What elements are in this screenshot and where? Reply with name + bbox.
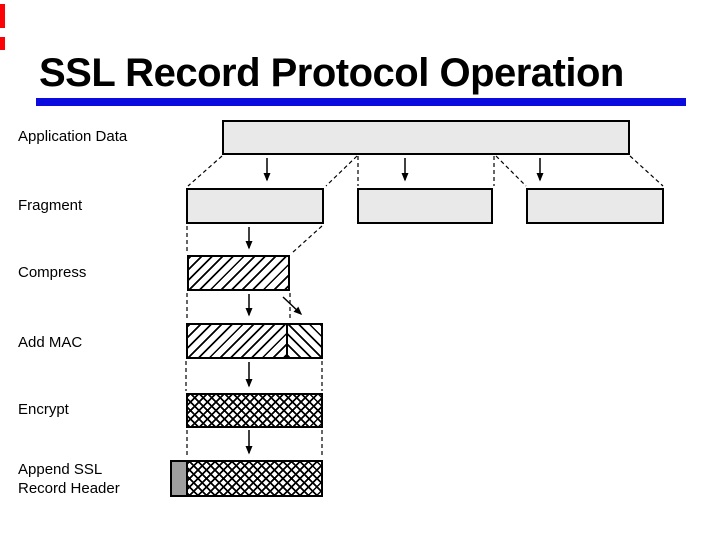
label-compress: Compress <box>18 264 87 281</box>
encrypted-data-box <box>186 393 323 428</box>
dashed-line <box>495 155 527 187</box>
dashed-line <box>325 155 358 187</box>
compressed-payload-segment <box>188 325 286 357</box>
label-encrypt: Encrypt <box>18 401 69 418</box>
slide-title: SSL Record Protocol Operation <box>39 51 624 95</box>
mac-diagonal-arrow <box>282 296 303 316</box>
appended-record-box <box>186 460 323 497</box>
label-append-ssl-record-header: Append SSL Record Header <box>18 460 120 498</box>
dashed-line <box>629 155 664 187</box>
dashed-line <box>187 155 223 187</box>
label-application-data: Application Data <box>18 128 128 145</box>
compressed-data-box <box>187 255 290 291</box>
add-mac-box <box>186 323 323 359</box>
label-append-line2: Record Header <box>18 480 120 497</box>
label-fragment: Fragment <box>18 197 83 214</box>
dashed-line <box>291 225 323 254</box>
label-add-mac: Add MAC <box>18 334 83 351</box>
title-underline <box>36 98 686 106</box>
red-annotation-mark <box>0 37 5 50</box>
fragment-box-3 <box>526 188 664 224</box>
red-annotation-mark <box>0 4 5 28</box>
mac-segment <box>286 325 321 357</box>
fragment-box-1 <box>186 188 324 224</box>
fragment-box-2 <box>357 188 493 224</box>
label-append-line1: Append SSL <box>18 461 103 478</box>
application-data-box <box>222 120 630 155</box>
